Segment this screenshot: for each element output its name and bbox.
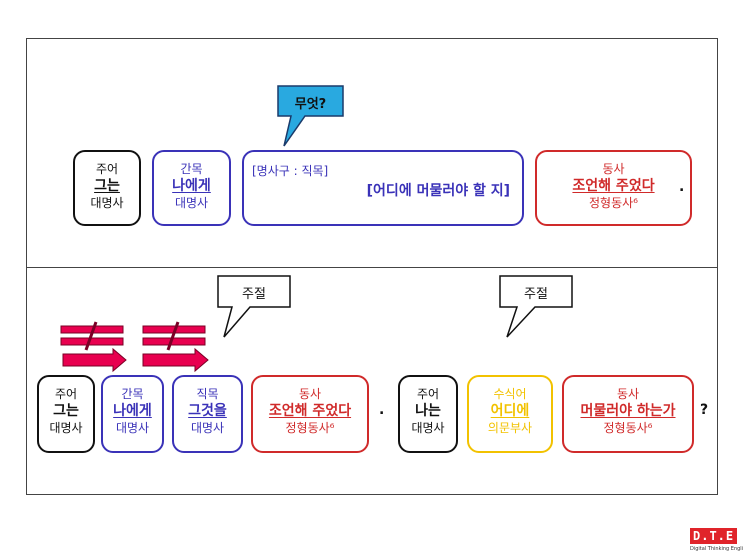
bottom-direct-object-label: 직목 — [196, 387, 219, 401]
second-verb-label: 동사 — [616, 387, 640, 401]
modifier-label: 수식어 — [493, 387, 527, 401]
bottom-indirect-object-pos: 대명사 — [115, 421, 150, 435]
top-verb-pos: 정형동사⁶ — [589, 196, 638, 210]
bottom-verb-word: 조언해 주었다 — [268, 403, 352, 419]
top-indirect-object-pos: 대명사 — [174, 196, 209, 210]
second-subject-box: 주어 나는 대명사 — [398, 375, 458, 453]
bottom-subject-pos: 대명사 — [49, 421, 83, 435]
dte-logo-mark: D.T.E — [690, 528, 738, 544]
main-clause-callout-right-shape — [499, 275, 573, 338]
main-clause-callout-left-shape — [217, 275, 291, 338]
top-clause-box: [명사구 : 직목] [어디에 머물러야 할 지] — [242, 150, 524, 226]
arrow-1 — [62, 347, 127, 373]
modifier-box: 수식어 어디에 의문부사 — [467, 375, 553, 453]
top-subject-word: 그는 — [94, 178, 120, 194]
second-subject-word: 나는 — [415, 403, 441, 419]
bottom-period: . — [379, 402, 385, 418]
bottom-verb-label: 동사 — [298, 387, 322, 401]
bottom-direct-object-box: 직목 그것을 대명사 — [172, 375, 243, 453]
modifier-pos: 의문부사 — [487, 421, 533, 435]
second-verb-pos: 정형동사⁶ — [603, 421, 653, 435]
main-clause-callout-right: 주절 — [524, 287, 548, 302]
top-subject-pos: 대명사 — [90, 196, 124, 210]
top-subject-box: 주어 그는 대명사 — [73, 150, 141, 226]
top-clause-text: [어디에 머물러야 할 지] — [366, 183, 510, 199]
arrow-2 — [142, 347, 209, 373]
dte-logo-subtitle: Digital Thinking English — [690, 546, 743, 552]
bottom-indirect-object-word: 나에게 — [113, 403, 152, 419]
bottom-verb-pos: 정형동사⁶ — [285, 421, 335, 435]
top-indirect-object-box: 간목 나에게 대명사 — [152, 150, 231, 226]
bottom-verb-box: 동사 조언해 주었다 정형동사⁶ — [251, 375, 369, 453]
not-equal-sign-1 — [60, 321, 124, 351]
second-verb-word: 머물러야 하는가 — [580, 403, 676, 419]
second-subject-label: 주어 — [416, 387, 440, 401]
bottom-subject-box: 주어 그는 대명사 — [37, 375, 95, 453]
top-subject-label: 주어 — [95, 162, 119, 176]
bottom-subject-label: 주어 — [54, 387, 78, 401]
bottom-indirect-object-box: 간목 나에게 대명사 — [101, 375, 164, 453]
top-indirect-object-word: 나에게 — [172, 178, 211, 194]
top-verb-word: 조언해 주었다 — [572, 178, 655, 194]
top-verb-box: 동사 조언해 주었다 정형동사⁶ — [535, 150, 692, 226]
main-clause-callout-left: 주절 — [242, 287, 266, 302]
bottom-direct-object-pos: 대명사 — [190, 421, 225, 435]
bottom-subject-word: 그는 — [53, 403, 79, 419]
modifier-word: 어디에 — [490, 403, 530, 419]
top-period: . — [679, 179, 685, 195]
question-callout-shape — [277, 85, 344, 147]
second-subject-pos: 대명사 — [411, 421, 445, 435]
not-equal-sign-2 — [142, 321, 206, 351]
top-verb-label: 동사 — [602, 162, 625, 176]
question-mark: ? — [700, 402, 709, 418]
top-indirect-object-label: 간목 — [180, 162, 203, 176]
question-callout: 무엇? — [294, 97, 327, 112]
bottom-indirect-object-label: 간목 — [121, 387, 144, 401]
dte-logo: D.T.E Digital Thinking English — [690, 525, 743, 552]
second-verb-box: 동사 머물러야 하는가 정형동사⁶ — [562, 375, 694, 453]
bottom-direct-object-word: 그것을 — [188, 403, 227, 419]
top-clause-label: [명사구 : 직목] — [252, 164, 329, 178]
